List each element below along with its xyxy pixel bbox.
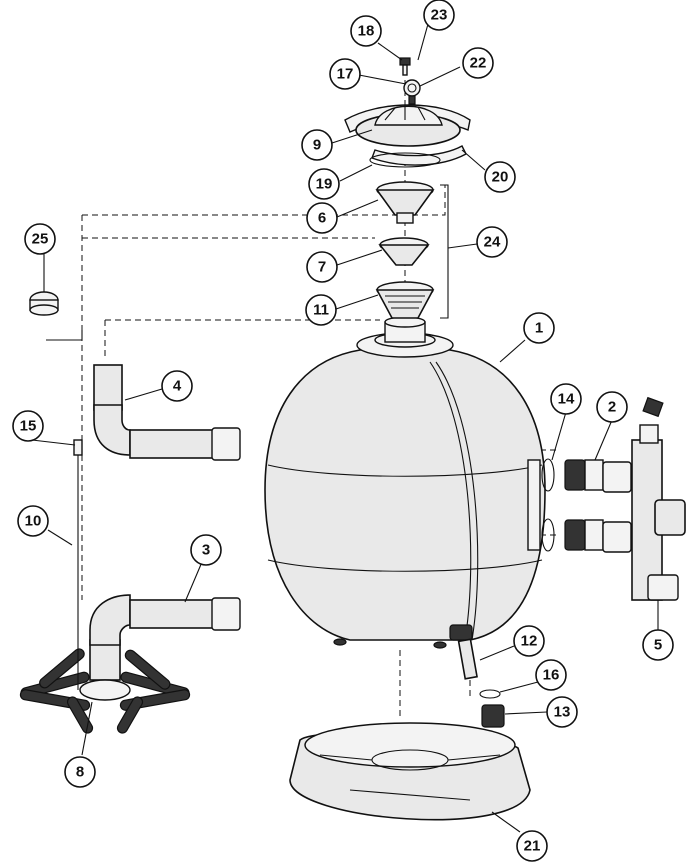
top-cover-assembly — [344, 57, 471, 168]
side-valve-assembly — [541, 396, 686, 601]
filter-base — [289, 722, 531, 821]
leader-lines — [31, 23, 659, 833]
svg-text:7: 7 — [318, 259, 326, 276]
svg-text:25: 25 — [32, 231, 49, 248]
callout-25: 25 — [24, 223, 56, 255]
callout-6: 6 — [306, 202, 338, 234]
callout-3: 3 — [190, 534, 222, 566]
callout-16: 16 — [535, 659, 567, 691]
callout-11: 11 — [305, 294, 337, 326]
svg-text:4: 4 — [173, 378, 182, 395]
callout-12: 12 — [513, 625, 545, 657]
svg-text:10: 10 — [25, 513, 42, 530]
upper-lateral-pipe — [93, 364, 241, 461]
svg-text:20: 20 — [492, 169, 509, 186]
svg-text:18: 18 — [358, 23, 375, 40]
callout-18: 18 — [350, 15, 382, 47]
svg-text:9: 9 — [313, 137, 321, 154]
callout-9: 9 — [301, 129, 333, 161]
svg-text:1: 1 — [535, 320, 543, 337]
svg-text:16: 16 — [543, 667, 560, 684]
drain-assembly — [449, 624, 505, 728]
callout-1: 1 — [523, 312, 555, 344]
svg-text:2: 2 — [608, 399, 616, 416]
svg-text:17: 17 — [337, 66, 354, 83]
svg-text:8: 8 — [76, 764, 84, 781]
callout-13: 13 — [546, 696, 578, 728]
air-relief-tube — [73, 439, 83, 690]
internal-diffuser-parts — [375, 181, 435, 319]
svg-text:19: 19 — [316, 176, 333, 193]
svg-text:12: 12 — [521, 633, 538, 650]
svg-text:21: 21 — [524, 838, 541, 855]
plug-cap — [29, 291, 59, 316]
callout-4: 4 — [161, 370, 193, 402]
svg-text:5: 5 — [654, 637, 662, 654]
callout-17: 17 — [329, 58, 361, 90]
callout-7: 7 — [306, 251, 338, 283]
callout-2: 2 — [596, 391, 628, 423]
callout-10: 10 — [17, 505, 49, 537]
callout-19: 19 — [308, 168, 340, 200]
callout-8: 8 — [64, 756, 96, 788]
svg-text:24: 24 — [484, 234, 501, 251]
callout-21: 21 — [516, 830, 548, 862]
svg-text:13: 13 — [554, 704, 571, 721]
callout-labels: 1 2 3 4 5 6 7 8 9 10 11 12 13 14 15 16 1… — [12, 0, 674, 862]
svg-text:6: 6 — [318, 210, 326, 227]
svg-text:11: 11 — [313, 302, 329, 319]
filter-tank — [264, 316, 546, 649]
callout-22: 22 — [462, 47, 494, 79]
svg-text:14: 14 — [558, 391, 575, 408]
callout-15: 15 — [12, 410, 44, 442]
svg-text:15: 15 — [20, 418, 37, 435]
callout-23: 23 — [423, 0, 455, 31]
callout-20: 20 — [484, 161, 516, 193]
callout-14: 14 — [550, 383, 582, 415]
svg-text:3: 3 — [202, 542, 210, 559]
svg-text:23: 23 — [431, 7, 448, 24]
callout-24: 24 — [476, 226, 508, 258]
svg-text:22: 22 — [470, 55, 487, 72]
callout-5: 5 — [642, 629, 674, 661]
lateral-hub — [19, 648, 191, 734]
lower-lateral-pipe — [89, 594, 241, 681]
